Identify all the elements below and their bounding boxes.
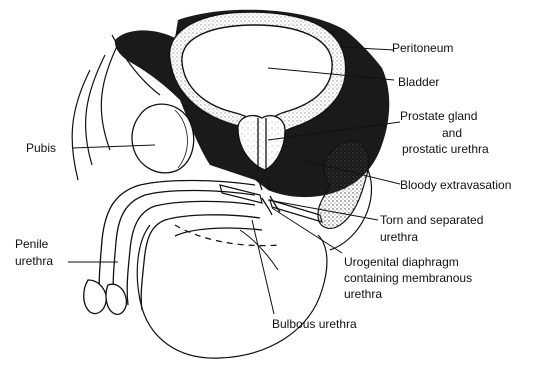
label-prostate-line1: Prostate gland [400, 109, 477, 123]
label-penile-line1: Penile [15, 237, 49, 251]
scrotum-outline [137, 225, 327, 358]
label-bladder: Bladder [398, 75, 439, 89]
label-urogenital-line3: urethra [344, 287, 382, 301]
glans [84, 280, 127, 314]
label-peritoneum: Peritoneum [392, 41, 453, 55]
label-bulbous-urethra: Bulbous urethra [272, 317, 357, 331]
label-torn-line2: urethra [380, 230, 418, 244]
label-pubis: Pubis [26, 141, 56, 155]
label-penile-line2: urethra [15, 254, 53, 268]
pubis-bone [132, 104, 194, 173]
label-bloody-extravasation: Bloody extravasation [400, 178, 511, 192]
label-prostate-line3: prostatic urethra [402, 142, 489, 156]
label-prostate-line2: and [442, 126, 462, 140]
label-torn-line1: Torn and separated [380, 213, 483, 227]
label-urogenital-line1: Urogenital diaphragm [344, 255, 459, 269]
label-urogenital-line2: containing membranous [344, 271, 472, 285]
